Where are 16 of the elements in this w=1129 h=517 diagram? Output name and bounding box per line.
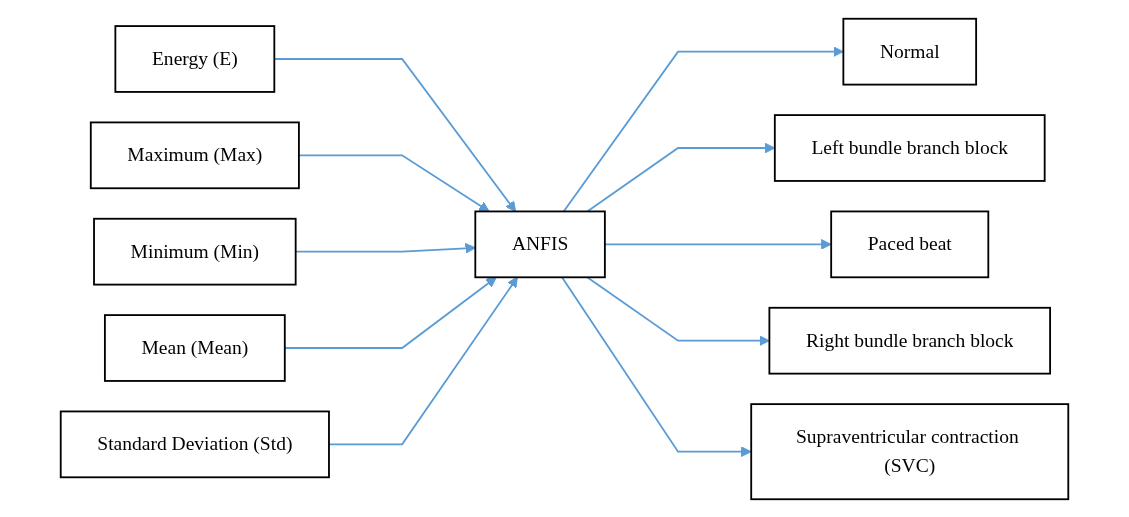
arrow: [298, 153, 490, 212]
arrow: [586, 275, 770, 346]
arrow: [328, 276, 518, 445]
arrow: [561, 275, 752, 457]
node-box: Supraventricular contraction (SVC): [750, 402, 1070, 500]
node-box: Normal: [842, 17, 978, 86]
node-box: Right bundle branch block: [768, 306, 1051, 375]
node-box: ANFIS: [474, 210, 606, 278]
node-box: Maximum (Max): [89, 121, 300, 189]
node-box: Energy (E): [114, 24, 276, 93]
node-box: Paced beat: [830, 210, 990, 278]
node-box: Left bundle branch block: [773, 113, 1046, 182]
node-box: Minimum (Min): [93, 217, 297, 286]
node-box: Mean (Mean): [104, 313, 286, 382]
node-box: Standard Deviation (Std): [59, 410, 330, 478]
arrow: [562, 45, 844, 212]
